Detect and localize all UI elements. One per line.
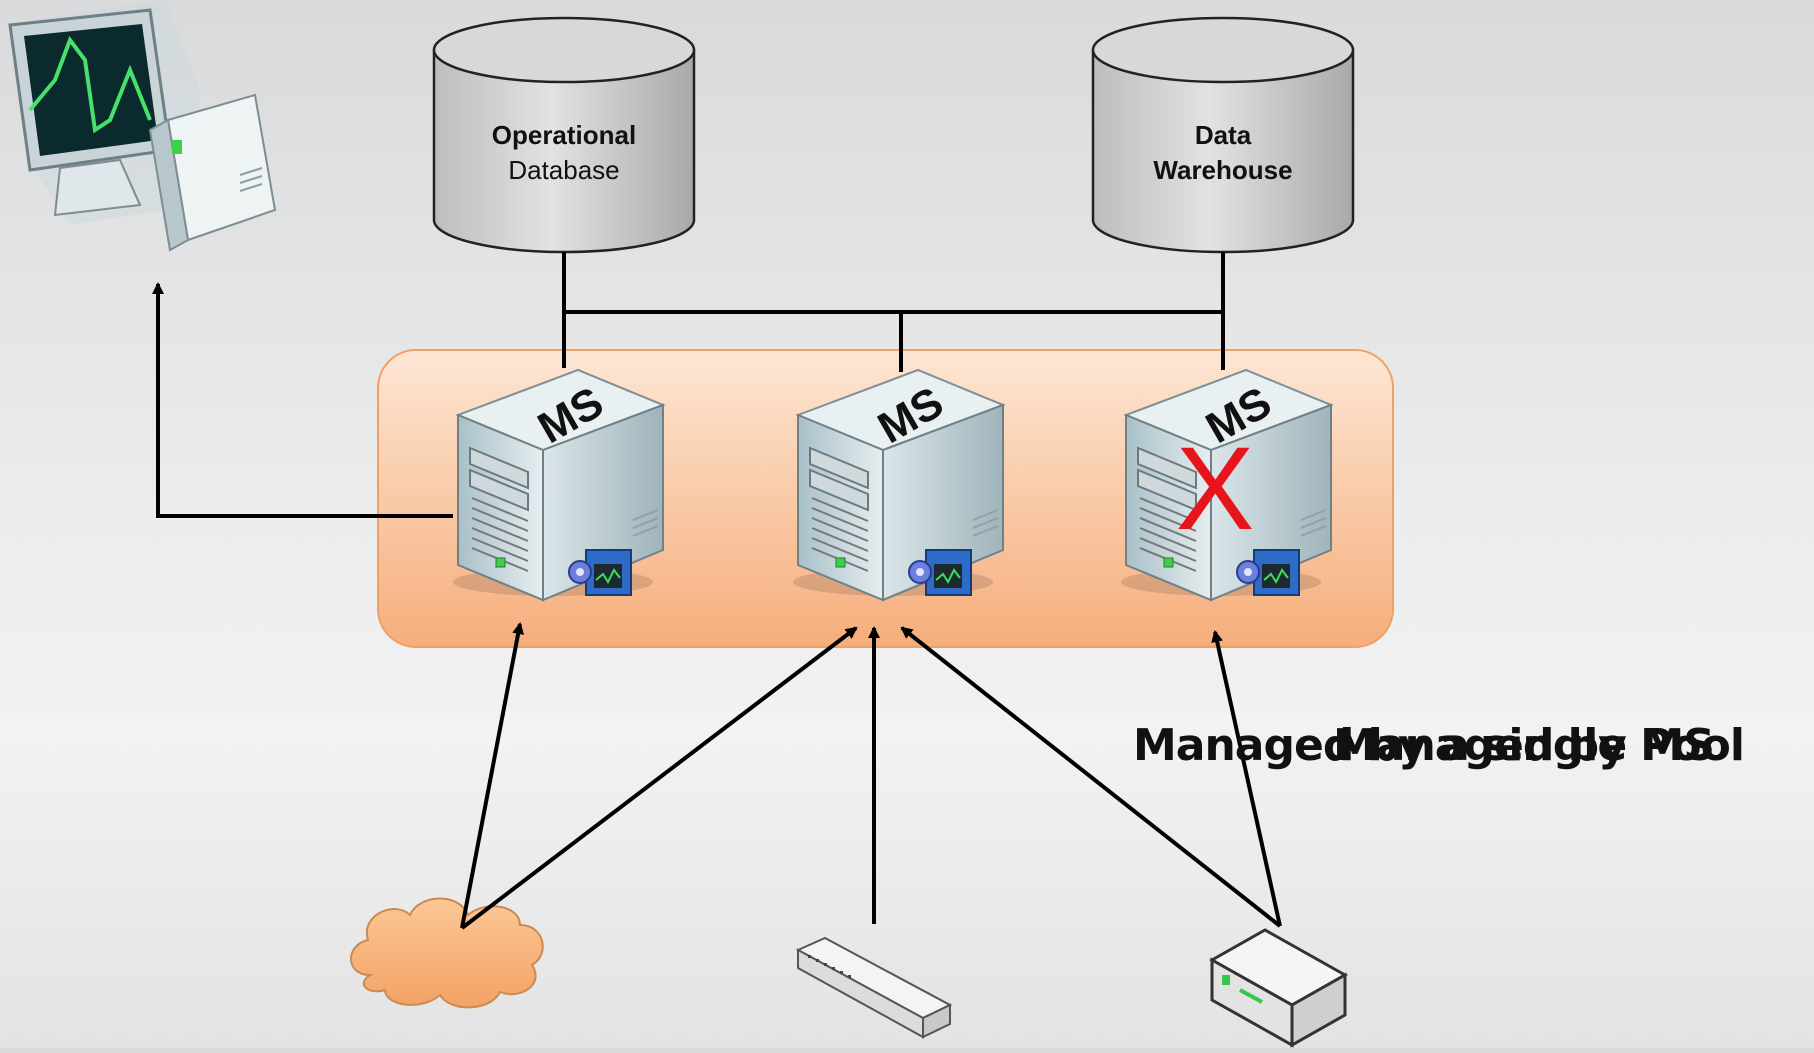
- caption-single-ms: Managed by a single MS: [1133, 720, 1715, 771]
- data-warehouse-icon: [1091, 16, 1355, 254]
- network-switch-icon: [795, 936, 953, 1039]
- data-warehouse-line2: Warehouse: [1153, 155, 1293, 185]
- data-warehouse-label: Data Warehouse: [1093, 118, 1353, 188]
- cloud-icon: [350, 897, 544, 1009]
- operational-database-line1: Operational: [491, 120, 637, 150]
- server-failure-mark: X: [1175, 423, 1255, 555]
- console-connector: [152, 282, 453, 518]
- router-icon: [1208, 928, 1349, 1048]
- operational-database-line2: Database: [508, 155, 620, 185]
- management-server-2: MS: [792, 369, 1004, 601]
- agent-connectors: [460, 622, 1282, 930]
- caption-pool: Managed by Pool: [1333, 720, 1745, 771]
- management-server-3: MS: [1120, 369, 1332, 601]
- database-bus-connector: [562, 252, 1225, 372]
- operations-console-icon: [8, 0, 277, 252]
- operational-database-label: Operational Database: [434, 118, 694, 188]
- management-server-1: MS: [452, 369, 664, 601]
- operational-database-icon: [432, 16, 696, 254]
- data-warehouse-line1: Data: [1194, 120, 1252, 150]
